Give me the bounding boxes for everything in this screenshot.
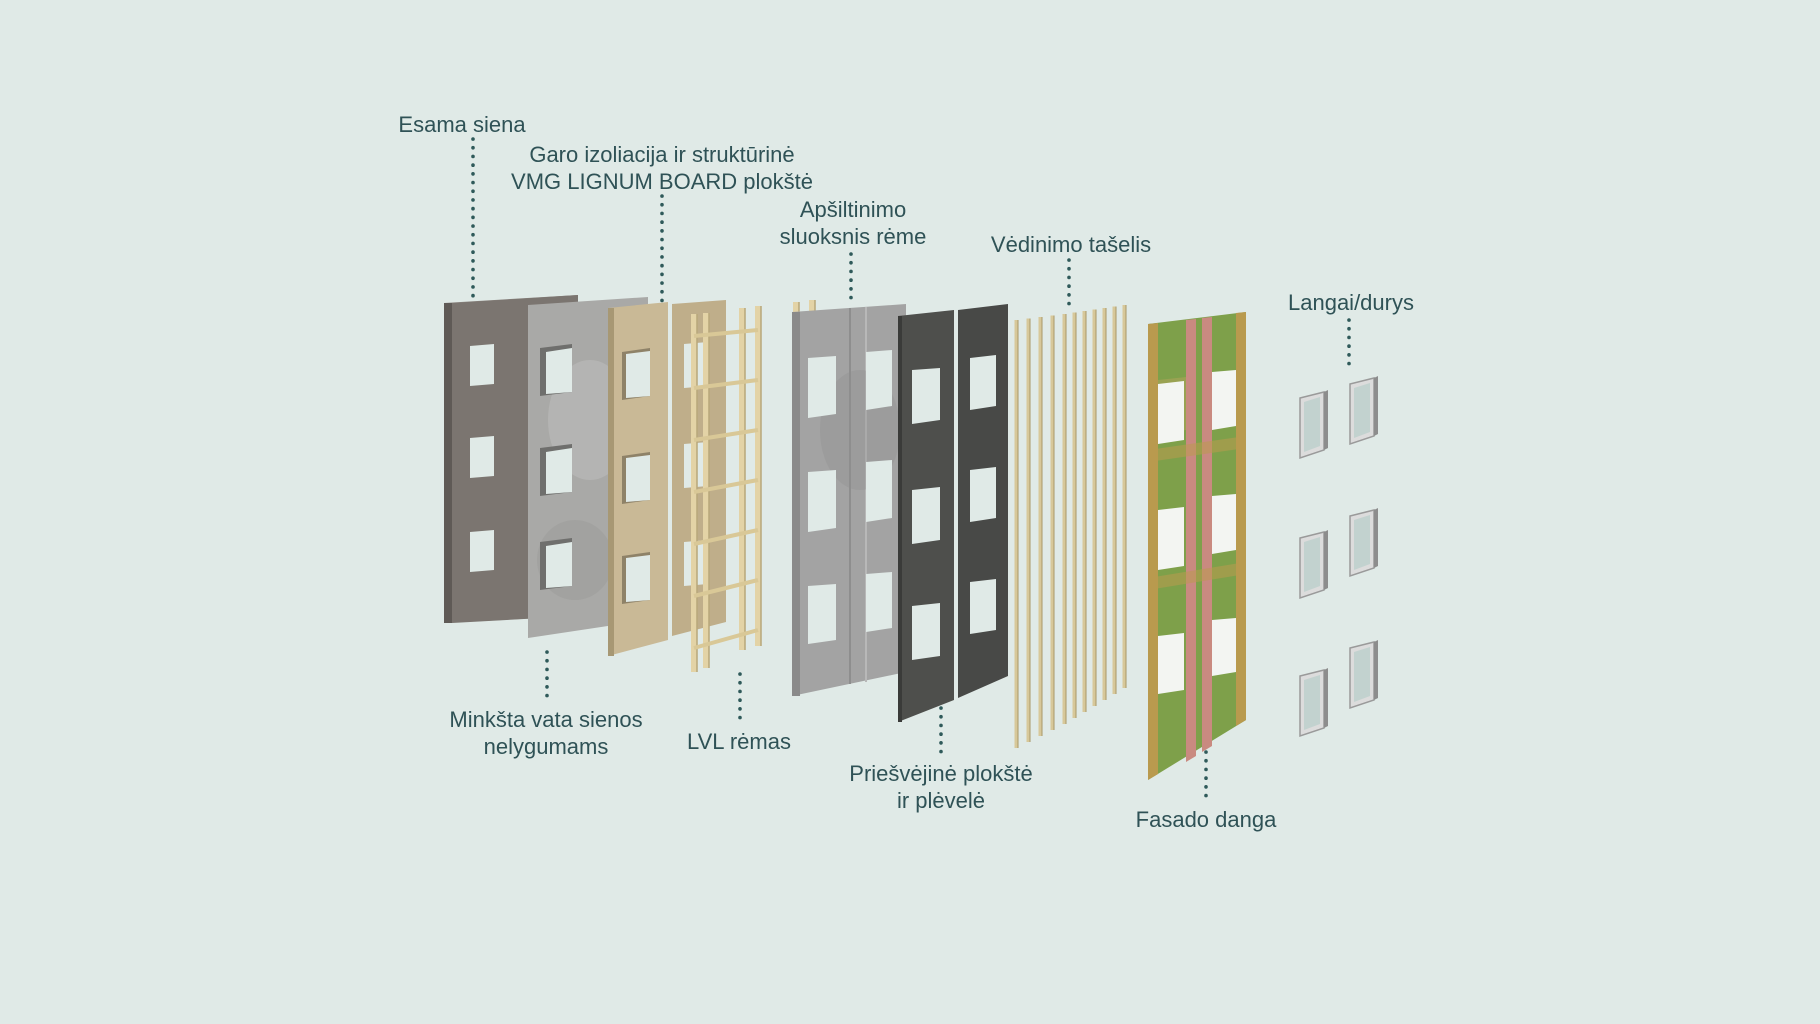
window-glass	[1354, 647, 1370, 702]
lvl-rail	[693, 628, 759, 650]
label-line: ir plėvelė	[896, 788, 986, 813]
label-langai: Langai/durys	[1288, 289, 1414, 316]
layer-facade	[1148, 312, 1246, 780]
lvl-rail	[693, 428, 759, 442]
lvl-rail	[693, 378, 759, 390]
label-vedinimo: Vėdinimo tašelis	[991, 231, 1151, 258]
label-line: Garo izoliacija ir struktūrinė	[529, 142, 795, 167]
window-side	[1374, 376, 1378, 436]
label-fasado-danga: Fasado danga	[1136, 806, 1277, 833]
label-lvl-remas: LVL rėmas	[687, 728, 791, 755]
window-glass	[1304, 675, 1320, 730]
window-side	[1324, 530, 1328, 590]
label-apsiltinimo: Apšiltinimo sluoksnis rėme	[780, 196, 927, 250]
label-line: Apšiltinimo	[799, 197, 907, 222]
window-side	[1374, 508, 1378, 568]
layer-windows	[1299, 376, 1378, 738]
lvl-rail	[693, 478, 759, 494]
window-glass	[1304, 397, 1320, 452]
label-line: sluoksnis rėme	[779, 224, 927, 249]
label-garo-izoliacija: Garo izoliacija ir struktūrinė VMG LIGNU…	[511, 141, 813, 195]
window-side	[1324, 390, 1328, 450]
label-line: Fasado danga	[1135, 807, 1277, 832]
leader-lines	[471, 137, 1351, 806]
layer-vmg-board-2	[672, 300, 726, 636]
label-minksta-vata: Minkšta vata sienos nelygumams	[449, 706, 642, 760]
layer-vmg-board	[608, 302, 668, 656]
label-priesvejine: Priešvėjinė plokštė ir plėvelė	[849, 760, 1032, 814]
window-glass	[1354, 515, 1370, 570]
lvl-rail	[693, 328, 759, 338]
window-side	[1324, 668, 1328, 728]
label-line: VMG LIGNUM BOARD plokštė	[511, 169, 813, 194]
lvl-rail	[693, 528, 759, 546]
layer-insulation	[792, 304, 906, 696]
window-glass	[1304, 537, 1320, 592]
layer-wind-board	[898, 304, 1008, 722]
label-line: LVL rėmas	[687, 729, 791, 754]
label-line: Esama siena	[398, 112, 526, 137]
window-glass	[1354, 383, 1370, 438]
window-side	[1374, 640, 1378, 700]
label-esama-siena: Esama siena	[398, 111, 525, 138]
lvl-rail	[693, 578, 759, 598]
label-line: Priešvėjinė plokštė	[849, 761, 1033, 786]
label-line: Vėdinimo tašelis	[990, 232, 1152, 257]
layer-battens	[1014, 305, 1127, 748]
label-line: nelygumams	[483, 734, 609, 759]
label-line: Langai/durys	[1288, 290, 1414, 315]
label-line: Minkšta vata sienos	[449, 707, 643, 732]
